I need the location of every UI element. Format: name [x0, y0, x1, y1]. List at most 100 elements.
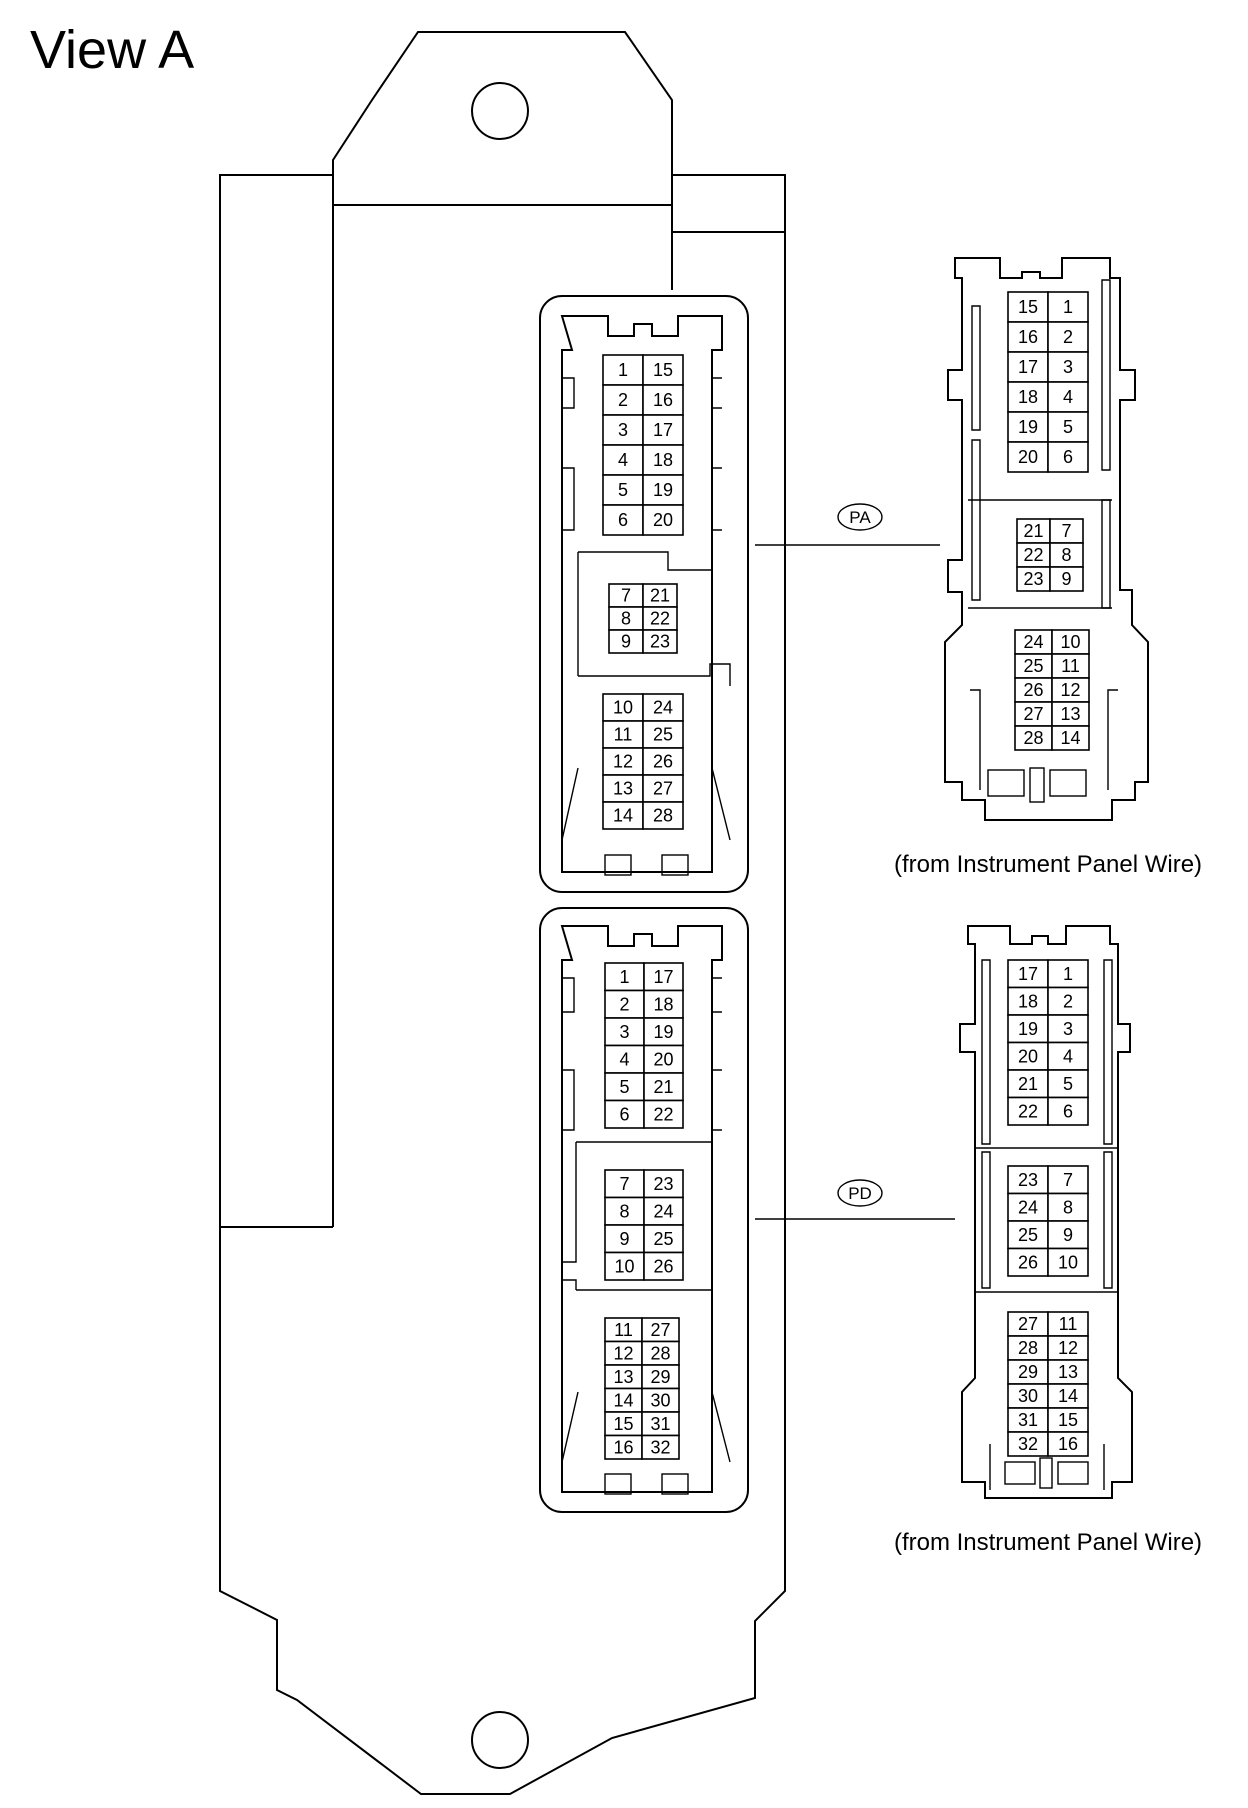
- pin-number: 29: [650, 1367, 670, 1387]
- pin-number: 16: [613, 1437, 633, 1457]
- pin-cell: [604, 989, 645, 1019]
- pin-cell: [1047, 1096, 1089, 1126]
- pin-number: 9: [1063, 1225, 1073, 1245]
- pin-cell: [604, 1099, 645, 1129]
- pin-number: 2: [1063, 327, 1073, 347]
- pin-number: 2: [1063, 991, 1073, 1011]
- pin-number: 8: [621, 609, 631, 629]
- pin-number: 18: [653, 450, 673, 470]
- pin-number: 7: [1063, 1170, 1073, 1190]
- pin-cell: [642, 693, 684, 722]
- pin-cell: [1047, 291, 1089, 323]
- pin-number: 15: [1018, 297, 1038, 317]
- pin-cell: [642, 747, 684, 776]
- pin-number: 9: [621, 632, 631, 652]
- pin-number: 8: [1063, 1197, 1073, 1217]
- pin-cell: [1007, 1014, 1049, 1044]
- pin-number: 25: [1018, 1225, 1038, 1245]
- pin-cell: [602, 693, 644, 722]
- pin-cell: [1047, 1192, 1089, 1222]
- pin-cell: [604, 1169, 645, 1199]
- pin-number: 15: [653, 360, 673, 380]
- pin-cell: [1051, 701, 1090, 727]
- pin-number: 11: [1061, 656, 1080, 676]
- pin-number: 10: [614, 1256, 634, 1276]
- pin-number: 17: [1018, 964, 1038, 984]
- pin-number: 25: [1023, 656, 1043, 676]
- pin-number: 19: [1018, 417, 1038, 437]
- pin-cell: [643, 1196, 684, 1226]
- pin-cell: [1007, 986, 1049, 1016]
- pd-tag: PD: [848, 1184, 872, 1203]
- pin-cell: [1047, 441, 1089, 473]
- pin-number: 32: [1018, 1434, 1038, 1454]
- pin-cell: [1047, 1014, 1089, 1044]
- pin-number: 18: [1018, 387, 1038, 407]
- pin-number: 23: [1018, 1170, 1038, 1190]
- pin-number: 28: [1023, 728, 1043, 748]
- pin-cell: [1047, 1247, 1089, 1277]
- pin-number: 2: [618, 390, 628, 410]
- pin-cell: [643, 1044, 684, 1074]
- pin-cell: [1007, 1407, 1049, 1433]
- pin-number: 3: [1063, 357, 1073, 377]
- pin-cell: [1007, 1069, 1049, 1099]
- pin-cell: [1007, 381, 1049, 413]
- pin-cell: [1047, 1311, 1089, 1337]
- pin-cell: [1016, 566, 1051, 592]
- pin-number: 3: [1063, 1019, 1073, 1039]
- pin-number: 17: [653, 420, 673, 440]
- harness-connector-pa-housing: [944, 257, 1149, 821]
- pin-number: 8: [1061, 545, 1071, 565]
- pin-number: 10: [613, 698, 633, 718]
- pin-number: 22: [650, 609, 670, 629]
- pin-cell: [1049, 518, 1084, 544]
- ecu-housing: [219, 31, 786, 1795]
- pin-number: 23: [650, 632, 670, 652]
- pin-number: 27: [650, 1320, 670, 1340]
- harness-connector-pd-housing: [959, 925, 1133, 1499]
- pin-number: 22: [1023, 545, 1043, 565]
- pin-number: 22: [1018, 1101, 1038, 1121]
- pin-number: 24: [1023, 632, 1043, 652]
- pin-number: 28: [653, 806, 673, 826]
- pin-cell: [642, 774, 684, 803]
- pin-cell: [1007, 441, 1049, 473]
- pin-cell: [641, 1434, 680, 1460]
- pin-number: 23: [1023, 569, 1043, 589]
- pin-number: 17: [653, 967, 673, 987]
- pin-number: 1: [618, 360, 628, 380]
- pin-number: 1: [619, 967, 629, 987]
- pin-number: 11: [614, 725, 633, 745]
- ecu-connector-pd-housing: [539, 907, 749, 1513]
- pin-number: 18: [1018, 991, 1038, 1011]
- pin-cell: [602, 801, 644, 830]
- pin-number: 11: [614, 1320, 633, 1340]
- ecu-connector-pa-housing: [539, 295, 749, 893]
- pin-number: 6: [1063, 1101, 1073, 1121]
- pin-cell: [1007, 1192, 1049, 1222]
- pin-number: 3: [619, 1022, 629, 1042]
- pin-cell: [642, 720, 684, 749]
- pin-number: 20: [1018, 447, 1038, 467]
- pin-cell: [1014, 701, 1053, 727]
- pin-number: 8: [619, 1201, 629, 1221]
- pin-cell: [1007, 351, 1049, 383]
- pin-cell: [642, 629, 678, 654]
- pin-number: 27: [1018, 1314, 1038, 1334]
- pin-number: 9: [1061, 569, 1071, 589]
- pin-cell: [1047, 321, 1089, 353]
- pin-number: 25: [653, 725, 673, 745]
- pin-number: 24: [653, 1201, 673, 1221]
- pin-cell: [604, 1224, 645, 1254]
- pin-number: 6: [619, 1104, 629, 1124]
- pin-cell: [642, 801, 684, 830]
- pin-number: 12: [1060, 680, 1080, 700]
- pin-number: 12: [613, 1343, 633, 1363]
- pin-cell: [642, 444, 684, 476]
- pin-cell: [1007, 1383, 1049, 1409]
- pin-number: 16: [1058, 1434, 1078, 1454]
